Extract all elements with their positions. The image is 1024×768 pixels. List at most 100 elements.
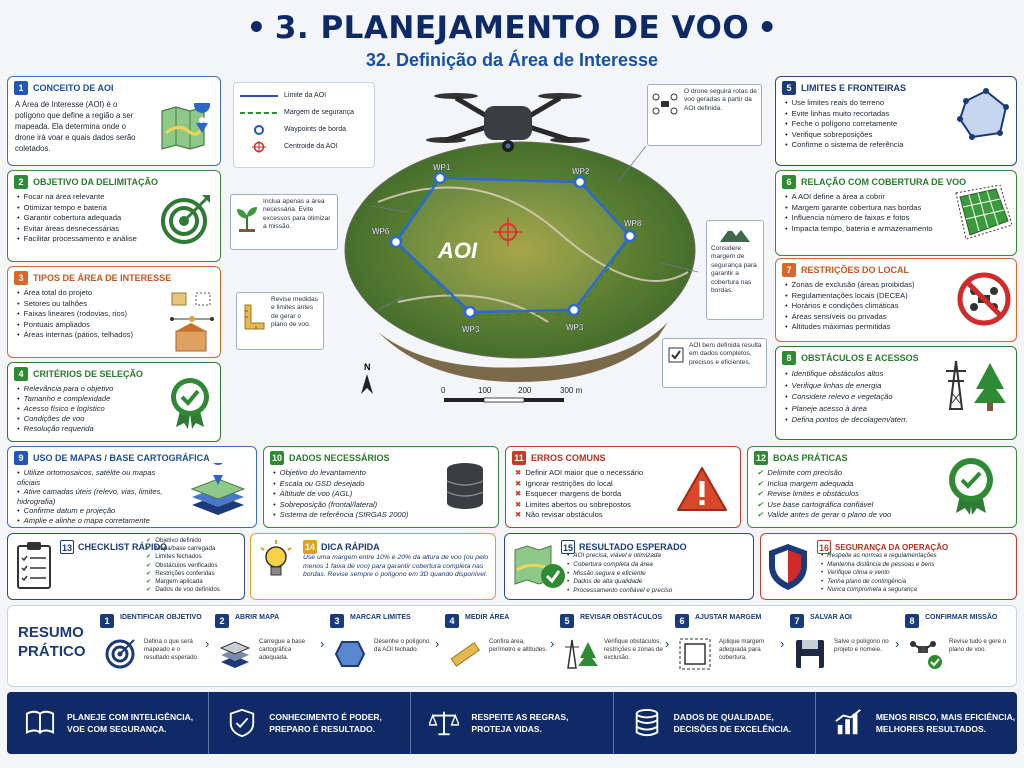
list-item: Focar na área relevante bbox=[17, 192, 214, 203]
footer-line: PROTEJA VIDAS. bbox=[471, 724, 542, 734]
list-item: Considere relevo e vegetação bbox=[785, 391, 1010, 403]
waypoint-marker bbox=[623, 229, 637, 243]
step-number: 4 bbox=[445, 614, 459, 628]
list-item: Cobertura completa da área bbox=[567, 561, 672, 570]
scales-icon bbox=[429, 711, 460, 736]
quality-badge-icon bbox=[171, 378, 209, 429]
list-item: Respeite as normas e regulamentações bbox=[821, 552, 936, 561]
step-number: 6 bbox=[675, 614, 689, 628]
scale-label: 300 m bbox=[560, 386, 583, 395]
step-description: Salve o polígono no projeto e nomeie. bbox=[834, 638, 889, 654]
callout-review-measures: Revise medidas e limites antes de gerar … bbox=[236, 292, 324, 350]
step-description: Aplique margem adequada para cobertura. bbox=[719, 638, 765, 662]
card-text: A Área de Interesse (AOI) é o polígono q… bbox=[15, 100, 136, 153]
card-number: 1 bbox=[14, 81, 28, 95]
bar-chart-icon bbox=[835, 709, 861, 735]
step-description: Revise tudo e gere o plano de voo. bbox=[949, 638, 1007, 654]
step-number: 7 bbox=[790, 614, 804, 628]
map-check-icon bbox=[514, 545, 565, 588]
summary-step: 7 SALVAR AOI Salve o polígono no projeto e… bbox=[790, 612, 902, 684]
list-item: Mapa/base carregada bbox=[146, 545, 220, 553]
terrain-island bbox=[344, 141, 696, 359]
card-list: AOI precisa, viável e otimizadaCobertura… bbox=[567, 552, 672, 596]
step-description: Desenhe o polígono da AOI fechado. bbox=[374, 638, 430, 654]
card-list: Respeite as normas e regulamentaçõesMant… bbox=[821, 552, 937, 595]
folded-map-icon bbox=[161, 103, 210, 150]
area-types-icon bbox=[170, 292, 214, 352]
coverage-grid-icon bbox=[955, 185, 1012, 240]
polygon-icon bbox=[334, 641, 366, 667]
footer-item: PLANEJE COM INTELIGÊNCIA,VOE COM SEGURAN… bbox=[7, 692, 210, 754]
waypoint-marker bbox=[389, 235, 403, 249]
safety-margin-line-icon bbox=[240, 111, 278, 114]
step-title: REVISAR OBSTÁCULOS bbox=[580, 614, 663, 621]
list-item: Tenha plano de contingência bbox=[821, 578, 937, 587]
target-icon bbox=[161, 195, 210, 244]
list-item: Margem aplicada bbox=[146, 578, 220, 586]
footer-item: MENOS RISCO, MAIS EFICIÊNCIA,MELHORES RE… bbox=[816, 692, 1017, 754]
waypoints bbox=[389, 171, 637, 319]
crosshair-icon bbox=[252, 140, 266, 153]
list-item: Mantenha distância de pessoas e bens bbox=[821, 561, 937, 570]
list-item: Facilitar processamento e análise bbox=[17, 234, 214, 245]
footer-line: RESPEITE AS REGRAS, bbox=[471, 712, 569, 722]
step-title: SALVAR AOI bbox=[810, 614, 852, 621]
list-item: Sistema de referência (SIRGAS 2000) bbox=[273, 510, 492, 521]
card-list: A AOI define a área a cobrirMargem garan… bbox=[776, 191, 1016, 236]
no-drone-zone-icon bbox=[957, 272, 1011, 326]
scale-label: 0 bbox=[441, 386, 446, 395]
list-item: A AOI define a área a cobrir bbox=[785, 192, 1010, 203]
card-expected-result: 15 RESULTADO ESPERADO AOI precisa, viáve… bbox=[504, 533, 754, 600]
waypoint-marker bbox=[463, 305, 477, 319]
step-number: 1 bbox=[100, 614, 114, 628]
footer-item: DADOS DE QUALIDADE,DECISÕES DE EXCELÊNCI… bbox=[614, 692, 816, 754]
list-item: Áreas sensíveis ou privadas bbox=[785, 312, 1010, 323]
waypoint-marker bbox=[567, 303, 581, 317]
list-item: Processamento confiável e preciso bbox=[567, 587, 672, 596]
scale-label: 100 bbox=[478, 386, 492, 395]
step-number: 8 bbox=[905, 614, 919, 628]
shield-icon bbox=[769, 544, 807, 590]
card-list: Use limites reais do terrenoEvite linhas… bbox=[776, 97, 1016, 153]
legend-item: Centroide da AOI bbox=[234, 138, 374, 155]
callout-safety-margin: Considere margem de segurança para garan… bbox=[706, 220, 764, 320]
step-title: MEDIR ÁREA bbox=[465, 614, 510, 621]
shield-check-icon bbox=[230, 708, 255, 738]
list-item: Amplie e alinhe o mapa corretamente bbox=[17, 516, 172, 526]
footer-item: CONHECIMENTO É PODER,PREPARO É RESULTADO… bbox=[209, 692, 412, 754]
list-item: Delimite com precisão bbox=[757, 468, 1010, 479]
list-item: Influencia número de faixas e fotos bbox=[785, 213, 1010, 224]
card-number: 8 bbox=[782, 351, 796, 365]
legend-item: Waypoints de borda bbox=[234, 121, 374, 138]
card-title: DADOS NECESSÁRIOS bbox=[289, 453, 390, 463]
card-title: CRITÉRIOS DE SELEÇÃO bbox=[33, 369, 144, 379]
card-title: OBSTÁCULOS E ACESSOS bbox=[801, 353, 919, 363]
card-list: Objetivo do levantamentoEscala ou GSD de… bbox=[264, 467, 498, 523]
drone-icon bbox=[426, 93, 590, 152]
list-item: Identifique obstáculos altos bbox=[785, 368, 1010, 380]
list-item: Condições de voo bbox=[17, 414, 214, 424]
list-item: Objetivo do levantamento bbox=[273, 468, 492, 479]
callout-well-defined: AOI bem definida resulta em dados comple… bbox=[662, 338, 767, 388]
chevron-right-icon: › bbox=[205, 636, 210, 651]
list-item: Confirme datum e projeção bbox=[17, 506, 172, 516]
step-number: 5 bbox=[560, 614, 574, 628]
callout-drone-route: O drone seguirá rotas de voo geradas a p… bbox=[647, 84, 762, 146]
list-item: Valide antes de gerar o plano de voo bbox=[757, 510, 1010, 521]
list-item: Relevância para o objetivo bbox=[17, 384, 214, 394]
card-number: 3 bbox=[14, 271, 28, 285]
waypoint-label: WP3 bbox=[462, 325, 480, 334]
card-number: 6 bbox=[782, 175, 796, 189]
legend-item: Limite da AOI bbox=[234, 87, 374, 104]
footer-line: DADOS DE QUALIDADE, bbox=[673, 712, 774, 722]
page-title: •3. PLANEJAMENTO DE VOO• bbox=[246, 10, 778, 46]
open-book-icon bbox=[25, 710, 55, 735]
card-list: Delimite com precisãoInclua margem adequ… bbox=[748, 467, 1016, 523]
